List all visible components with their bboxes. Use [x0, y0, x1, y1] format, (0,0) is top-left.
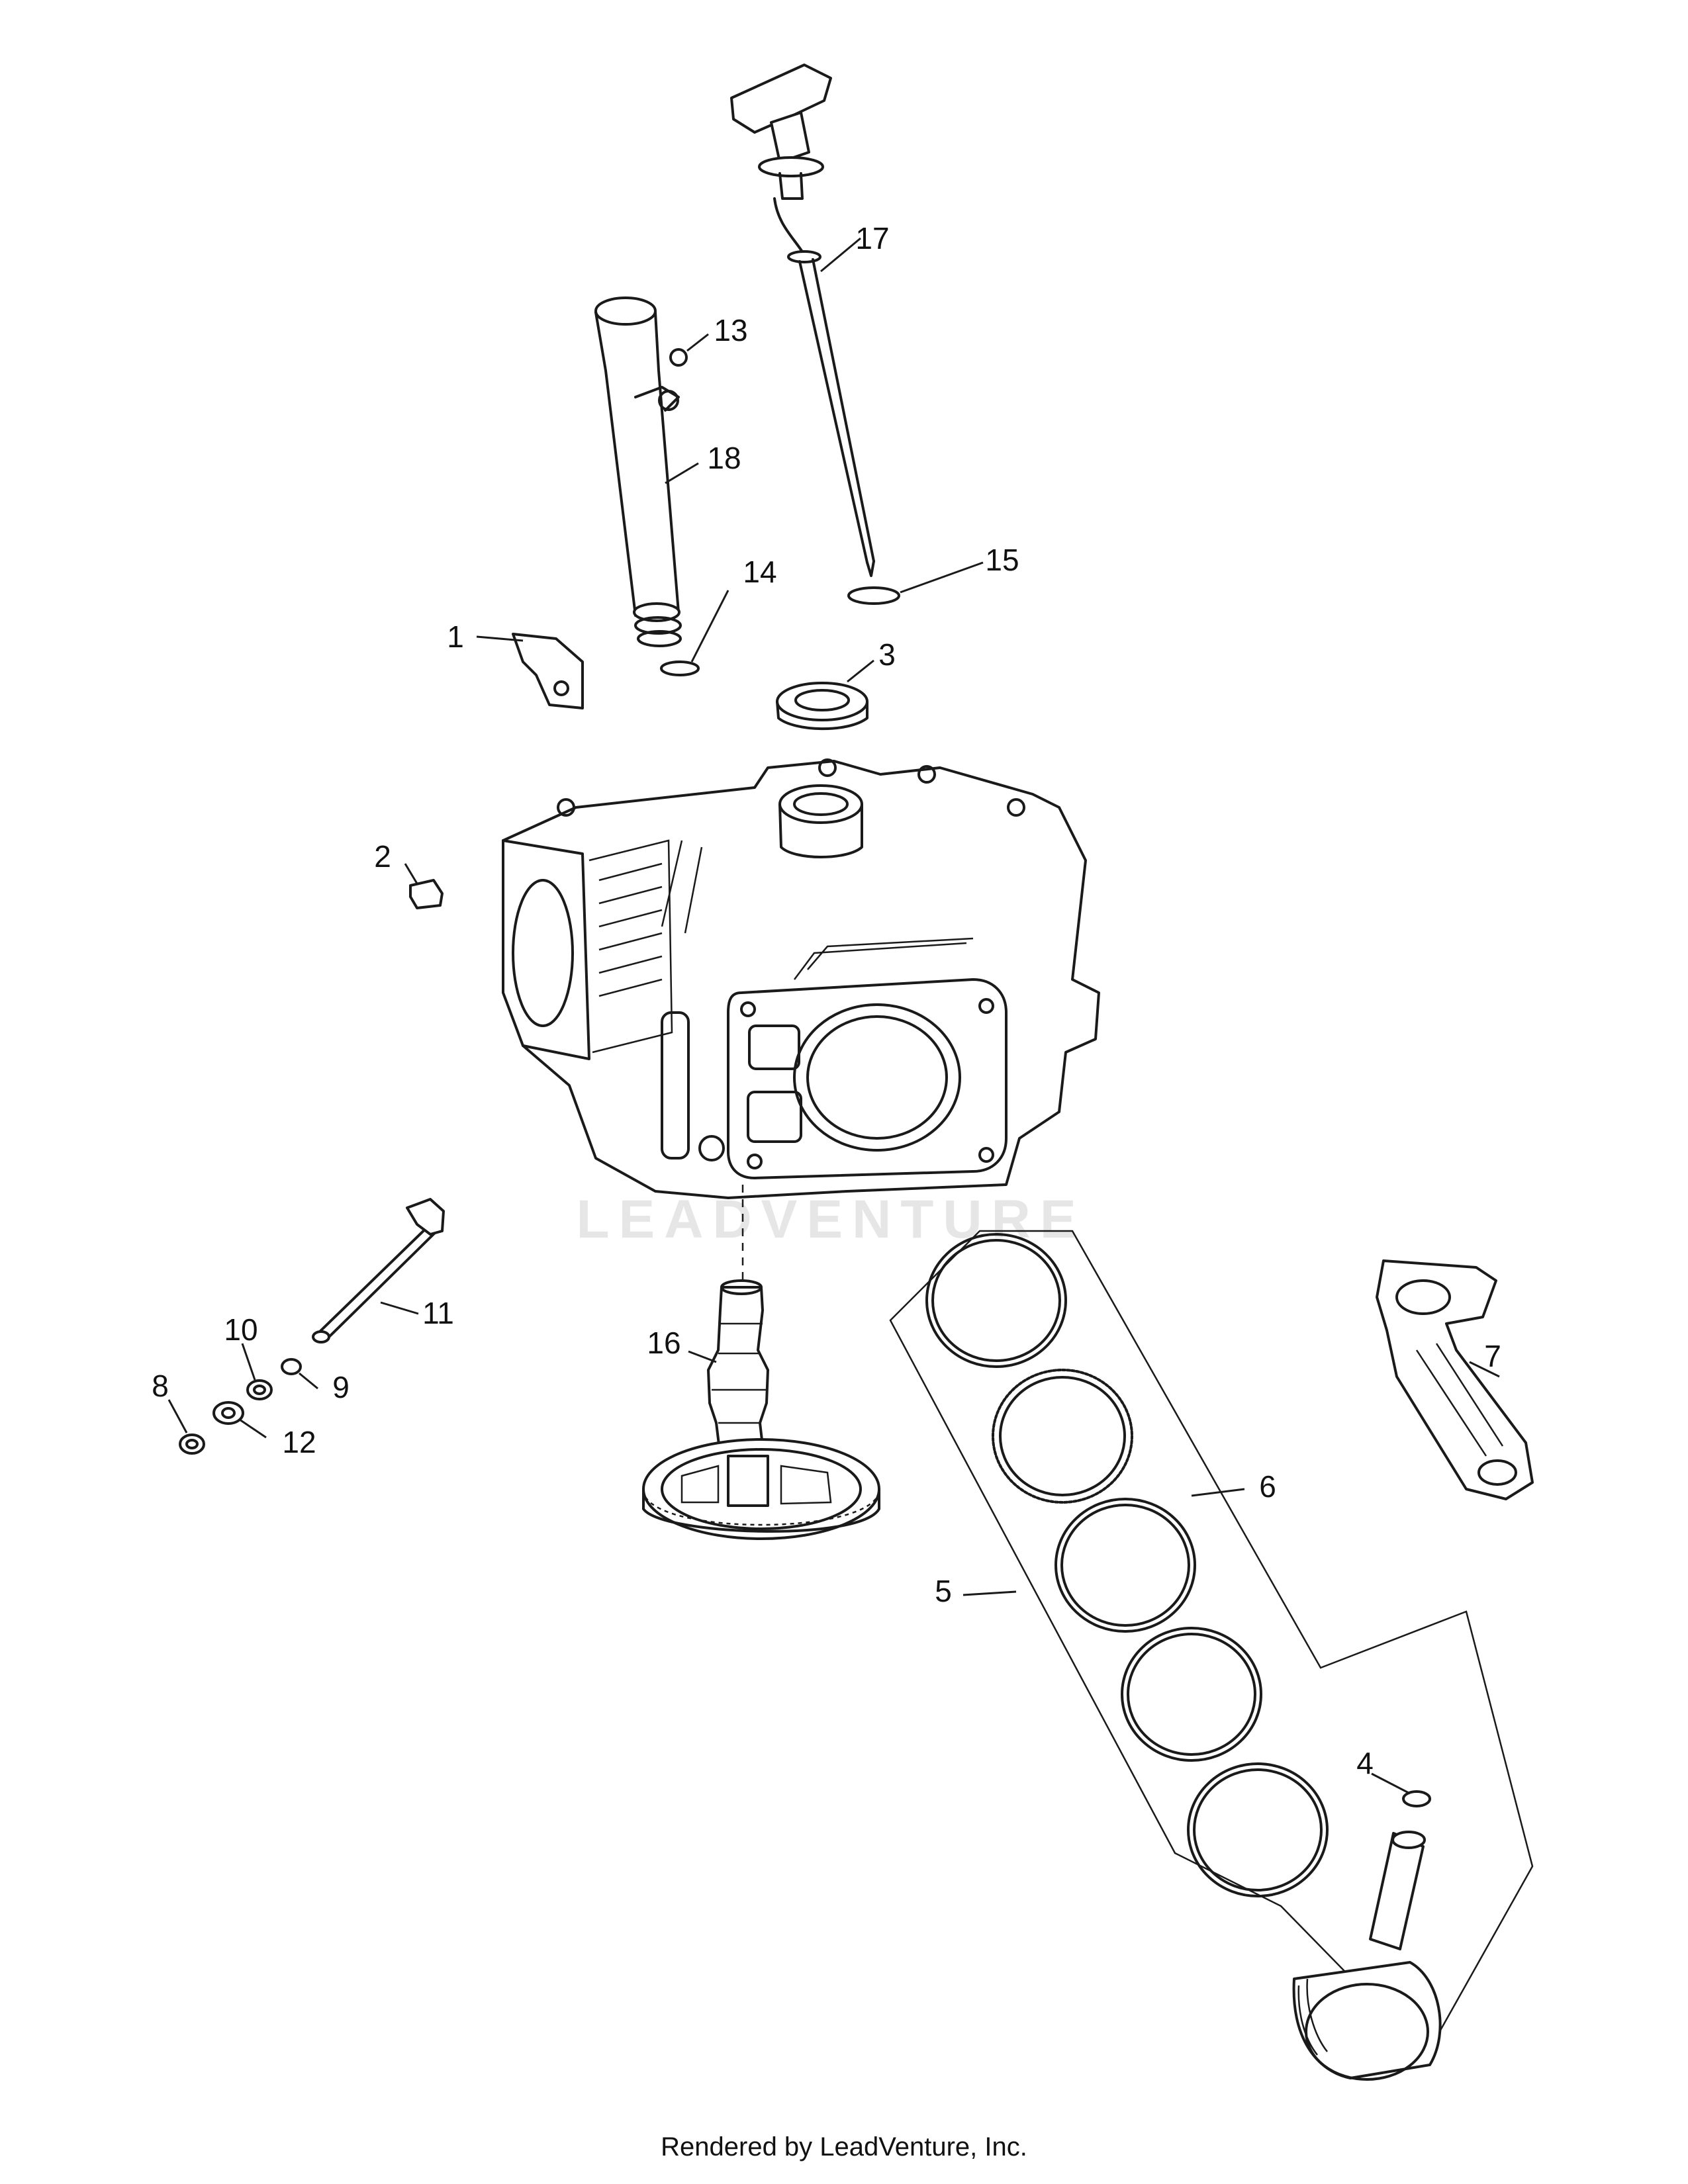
engine-crankcase [502, 758, 1100, 1199]
callout-15: 15 [985, 543, 1019, 577]
callout-3: 3 [878, 637, 896, 672]
callout-14: 14 [743, 555, 776, 589]
part-3-oil-seal [776, 682, 868, 731]
part-1-bracket [512, 633, 584, 709]
part-13-clip [669, 348, 688, 367]
ring-5 [1187, 1762, 1329, 1897]
part-9-ring [281, 1358, 302, 1375]
part-15-o-ring [847, 586, 900, 605]
part-16-camshaft [642, 1185, 880, 1540]
callout-16: 16 [647, 1326, 680, 1360]
piston-ring-set [889, 1230, 1534, 2057]
part-14-o-ring [660, 660, 700, 676]
callout-17: 17 [855, 221, 889, 255]
callout-leaders [167, 237, 1500, 1795]
ring-2-oil-expander [992, 1369, 1133, 1504]
callout-18: 18 [707, 441, 741, 475]
part-10-washer [246, 1379, 273, 1400]
small-washers [179, 1358, 302, 1455]
part-7-connecting-rod [1376, 1259, 1534, 1500]
part-8-washer [179, 1433, 205, 1455]
dipstick [730, 64, 875, 577]
oil-fill-tube [594, 296, 682, 647]
callout-4: 4 [1356, 1746, 1374, 1780]
callout-1: 1 [447, 619, 464, 654]
callout-5: 5 [935, 1574, 952, 1608]
callout-6: 6 [1259, 1469, 1276, 1504]
piston-pin [1369, 1831, 1426, 1950]
part-11-pushrod [312, 1198, 445, 1343]
footer-credit: Rendered by LeadVenture, Inc. [661, 2132, 1027, 2161]
callout-2: 2 [374, 839, 391, 874]
callout-12: 12 [282, 1425, 316, 1459]
callout-7: 7 [1484, 1339, 1501, 1373]
callout-numbers: 1 2 3 4 5 6 7 8 9 10 11 12 13 14 15 16 1… [152, 221, 1501, 1780]
part-2-key [409, 879, 444, 909]
callout-13: 13 [714, 313, 747, 347]
callout-9: 9 [332, 1370, 350, 1404]
ring-3 [1055, 1498, 1196, 1633]
part-4-circlip [1402, 1790, 1431, 1807]
ring-1 [925, 1233, 1067, 1368]
callout-8: 8 [152, 1369, 169, 1403]
ring-4 [1121, 1627, 1262, 1762]
callout-11: 11 [422, 1296, 454, 1330]
part-12-washer [212, 1401, 244, 1425]
piston [1292, 1961, 1442, 2081]
callout-10: 10 [224, 1312, 258, 1347]
